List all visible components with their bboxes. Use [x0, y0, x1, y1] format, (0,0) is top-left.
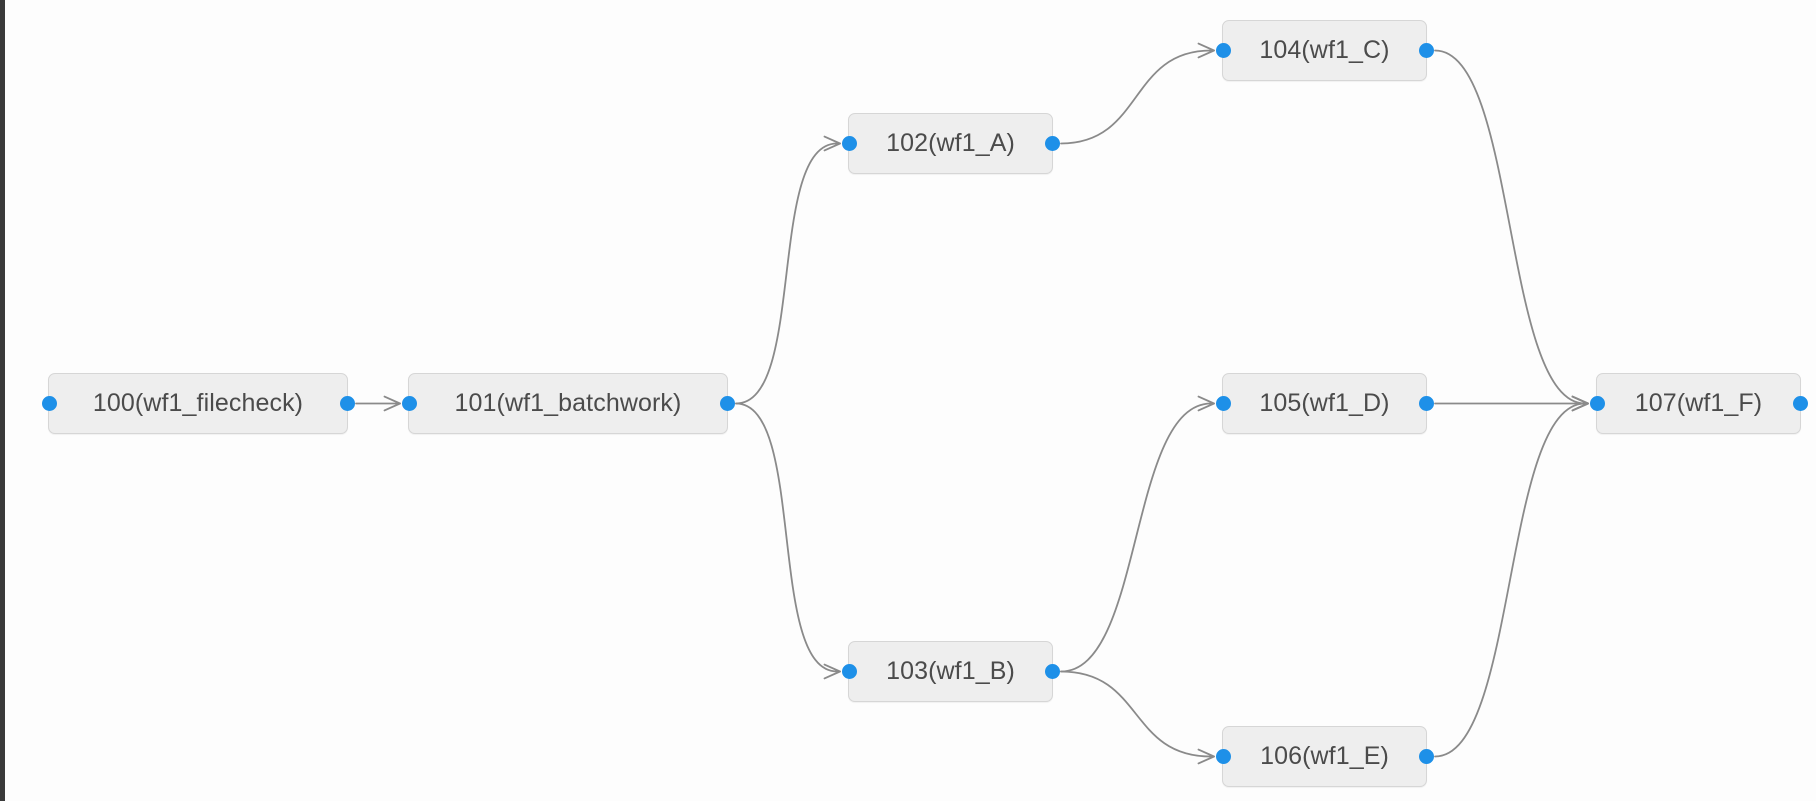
input-port-104[interactable] [1215, 43, 1231, 58]
arrowhead-100-to-101 [383, 395, 401, 412]
edge-102-to-104[interactable] [1060, 49, 1212, 145]
edge-103-to-106[interactable] [1060, 670, 1212, 758]
arrowhead-101-to-102 [823, 135, 841, 152]
arrowhead-102-to-104 [1197, 42, 1215, 59]
output-port-106[interactable] [1418, 749, 1434, 764]
graph-node-107[interactable]: 107(wf1_F) [1589, 373, 1808, 434]
graph-node-label: 107(wf1_F) [1634, 389, 1763, 417]
arrowhead-106-to-107 [1571, 395, 1589, 412]
graph-node-106[interactable]: 106(wf1_E) [1215, 726, 1434, 787]
arrowhead-101-to-103 [823, 663, 841, 680]
arrowhead-103-to-106 [1197, 748, 1215, 765]
input-port-100[interactable] [41, 396, 57, 411]
input-port-103[interactable] [841, 664, 857, 679]
graph-node-102[interactable]: 102(wf1_A) [841, 113, 1060, 174]
input-port-106[interactable] [1215, 749, 1231, 764]
edge-103-to-105[interactable] [1060, 402, 1212, 673]
graph-node-label: 104(wf1_C) [1259, 36, 1390, 64]
graph-node-101[interactable]: 101(wf1_batchwork) [401, 373, 735, 434]
output-port-104[interactable] [1418, 43, 1434, 58]
input-port-107[interactable] [1589, 396, 1605, 411]
output-port-103[interactable] [1044, 664, 1060, 679]
arrowhead-105-to-107 [1571, 395, 1589, 412]
output-port-101[interactable] [719, 396, 735, 411]
output-port-102[interactable] [1044, 136, 1060, 151]
edge-104-to-107[interactable] [1434, 49, 1586, 405]
graph-node-label: 100(wf1_filecheck) [92, 389, 304, 417]
arrowhead-103-to-105 [1197, 395, 1215, 412]
edge-106-to-107[interactable] [1434, 402, 1586, 758]
output-port-107[interactable] [1792, 396, 1808, 411]
graph-node-label: 106(wf1_E) [1260, 742, 1389, 770]
input-port-101[interactable] [401, 396, 417, 411]
edge-101-to-103[interactable] [735, 402, 838, 673]
graph-node-label: 103(wf1_B) [886, 657, 1015, 685]
left-edge-gutter [0, 0, 5, 801]
graph-node-105[interactable]: 105(wf1_D) [1215, 373, 1434, 434]
input-port-105[interactable] [1215, 396, 1231, 411]
graph-node-104[interactable]: 104(wf1_C) [1215, 20, 1434, 81]
edge-101-to-102[interactable] [735, 142, 838, 405]
graph-node-label: 102(wf1_A) [886, 129, 1015, 157]
output-port-105[interactable] [1418, 396, 1434, 411]
arrowhead-104-to-107 [1571, 395, 1589, 412]
graph-node-103[interactable]: 103(wf1_B) [841, 641, 1060, 702]
graph-node-100[interactable]: 100(wf1_filecheck) [41, 373, 355, 434]
graph-node-label: 101(wf1_batchwork) [454, 389, 682, 417]
output-port-100[interactable] [339, 396, 355, 411]
graph-node-label: 105(wf1_D) [1259, 389, 1390, 417]
input-port-102[interactable] [841, 136, 857, 151]
